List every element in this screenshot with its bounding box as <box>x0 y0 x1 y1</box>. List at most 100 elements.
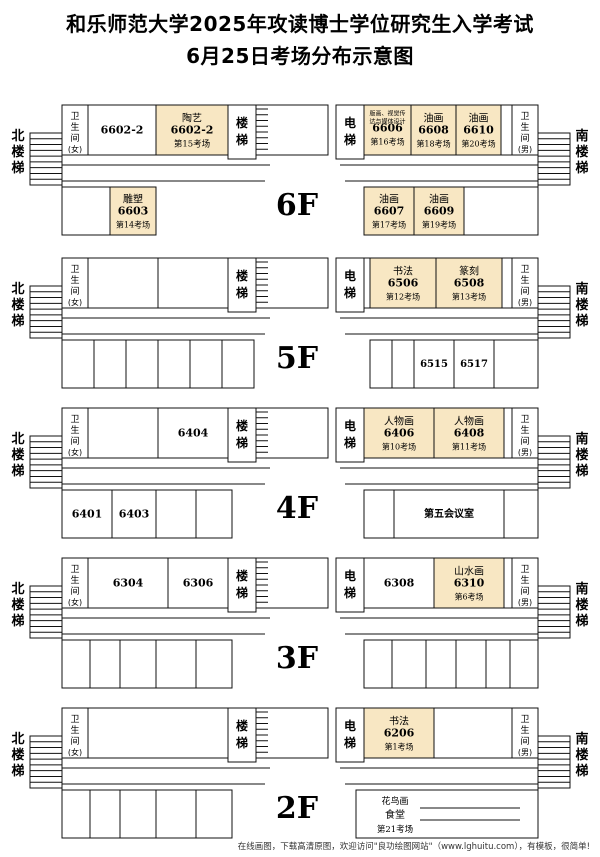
exam-tag: 第15考场 <box>174 138 210 149</box>
wc-male <box>511 407 539 459</box>
char: 梯 <box>11 463 24 479</box>
char: 卫 <box>70 565 79 575</box>
exam-tag: 第1考场 <box>384 742 413 752</box>
char: 南 <box>575 731 588 747</box>
wc-female-label-1: 卫生 <box>70 112 79 133</box>
char: 楼 <box>11 747 24 763</box>
floor-label: 6F <box>276 188 318 223</box>
room-number: 6506 <box>388 277 419 290</box>
room-box <box>363 407 435 459</box>
char: 楼 <box>575 297 588 313</box>
room-number: 6406 <box>384 427 415 440</box>
char: 楼 <box>236 418 248 433</box>
room-number: 6602-2 <box>101 124 144 137</box>
north-stair-steps <box>30 435 62 489</box>
title-line-1: 和乐师范大学2025年攻读博士学位研究生入学考试 <box>66 12 534 36</box>
center-stair-steps <box>256 411 268 459</box>
char: 卫 <box>520 112 529 122</box>
elevator-label: 电梯 <box>344 568 356 600</box>
room-box <box>363 186 415 236</box>
room-name: 油画 <box>469 112 489 125</box>
south-stair-steps <box>538 585 570 639</box>
elevator-label: 电梯 <box>344 115 356 147</box>
char: 梯 <box>11 313 24 329</box>
north-stair-steps <box>30 585 62 639</box>
char: 北 <box>11 732 24 747</box>
char: 电 <box>344 568 356 583</box>
char: 梯 <box>575 763 588 779</box>
char: 生 <box>520 574 529 586</box>
room-box <box>157 407 229 459</box>
room-box <box>363 707 435 759</box>
south-stair-steps <box>538 132 570 186</box>
exam-tag: 第14考场 <box>116 220 150 230</box>
north-stair-label: 北楼梯 <box>11 732 24 779</box>
wc-male-label-2: 间 <box>520 735 529 747</box>
room-box <box>453 339 495 389</box>
char: 楼 <box>11 297 24 313</box>
room-blank <box>61 639 91 689</box>
room-6308: 6308 <box>363 557 435 609</box>
elevator <box>335 557 365 613</box>
room-6517: 6517 <box>453 339 495 389</box>
room-blank <box>221 339 255 389</box>
room-name: 篆刻 <box>459 265 479 278</box>
floor-label: 5F <box>276 341 318 376</box>
room-box <box>155 104 229 156</box>
room-number: 6310 <box>454 577 485 590</box>
char: 梯 <box>11 613 24 629</box>
room-blank <box>119 639 157 689</box>
room-box <box>363 557 435 609</box>
center-stair <box>227 407 257 463</box>
char: 北 <box>11 582 24 597</box>
char: 梯 <box>344 435 356 450</box>
north-stair-label: 北楼梯 <box>11 129 24 176</box>
room-box <box>413 339 455 389</box>
char: 梯 <box>344 285 356 300</box>
south-stair-box <box>537 285 571 339</box>
north-stair-label: 北楼梯 <box>11 582 24 629</box>
room-blank <box>195 789 233 839</box>
char: 楼 <box>575 597 588 613</box>
room-name: 陶艺 <box>182 111 202 124</box>
char: 梯 <box>575 613 588 629</box>
room-blank <box>119 789 157 839</box>
char: 梯 <box>575 463 588 479</box>
room-blank <box>155 489 197 539</box>
wc-male-label-2: 间 <box>520 285 529 297</box>
room-number: 6401 <box>72 508 103 521</box>
char: 北 <box>11 432 24 447</box>
wc-male-label-1: 卫生 <box>520 415 529 436</box>
room-name: 雕塑 <box>123 193 143 206</box>
wc-male-label-1: 卫生 <box>520 565 529 586</box>
wc-male-label-3: (男) <box>518 598 532 607</box>
north-stair-steps <box>30 735 62 789</box>
room-number: 6609 <box>424 205 455 218</box>
center-stair-steps <box>256 261 268 309</box>
room-blank <box>363 489 395 539</box>
char: 南 <box>575 128 588 144</box>
room-box <box>435 257 503 309</box>
center-stair <box>227 257 257 313</box>
wc-female-label-1: 卫生 <box>70 415 79 436</box>
room-blank <box>503 489 539 539</box>
wc-male-label-2: 间 <box>520 132 529 144</box>
room-name: 花鸟画 <box>381 795 408 807</box>
room-number: 6308 <box>384 577 415 590</box>
room-blank <box>195 489 233 539</box>
char: 卫 <box>70 265 79 275</box>
room-blank <box>87 407 159 459</box>
room-blank <box>189 339 223 389</box>
room-number: 6515 <box>420 359 448 370</box>
char: 梯 <box>236 435 248 450</box>
wc-male-label-3: (男) <box>518 448 532 457</box>
room-blank <box>87 257 159 309</box>
south-stair-steps <box>538 285 570 339</box>
